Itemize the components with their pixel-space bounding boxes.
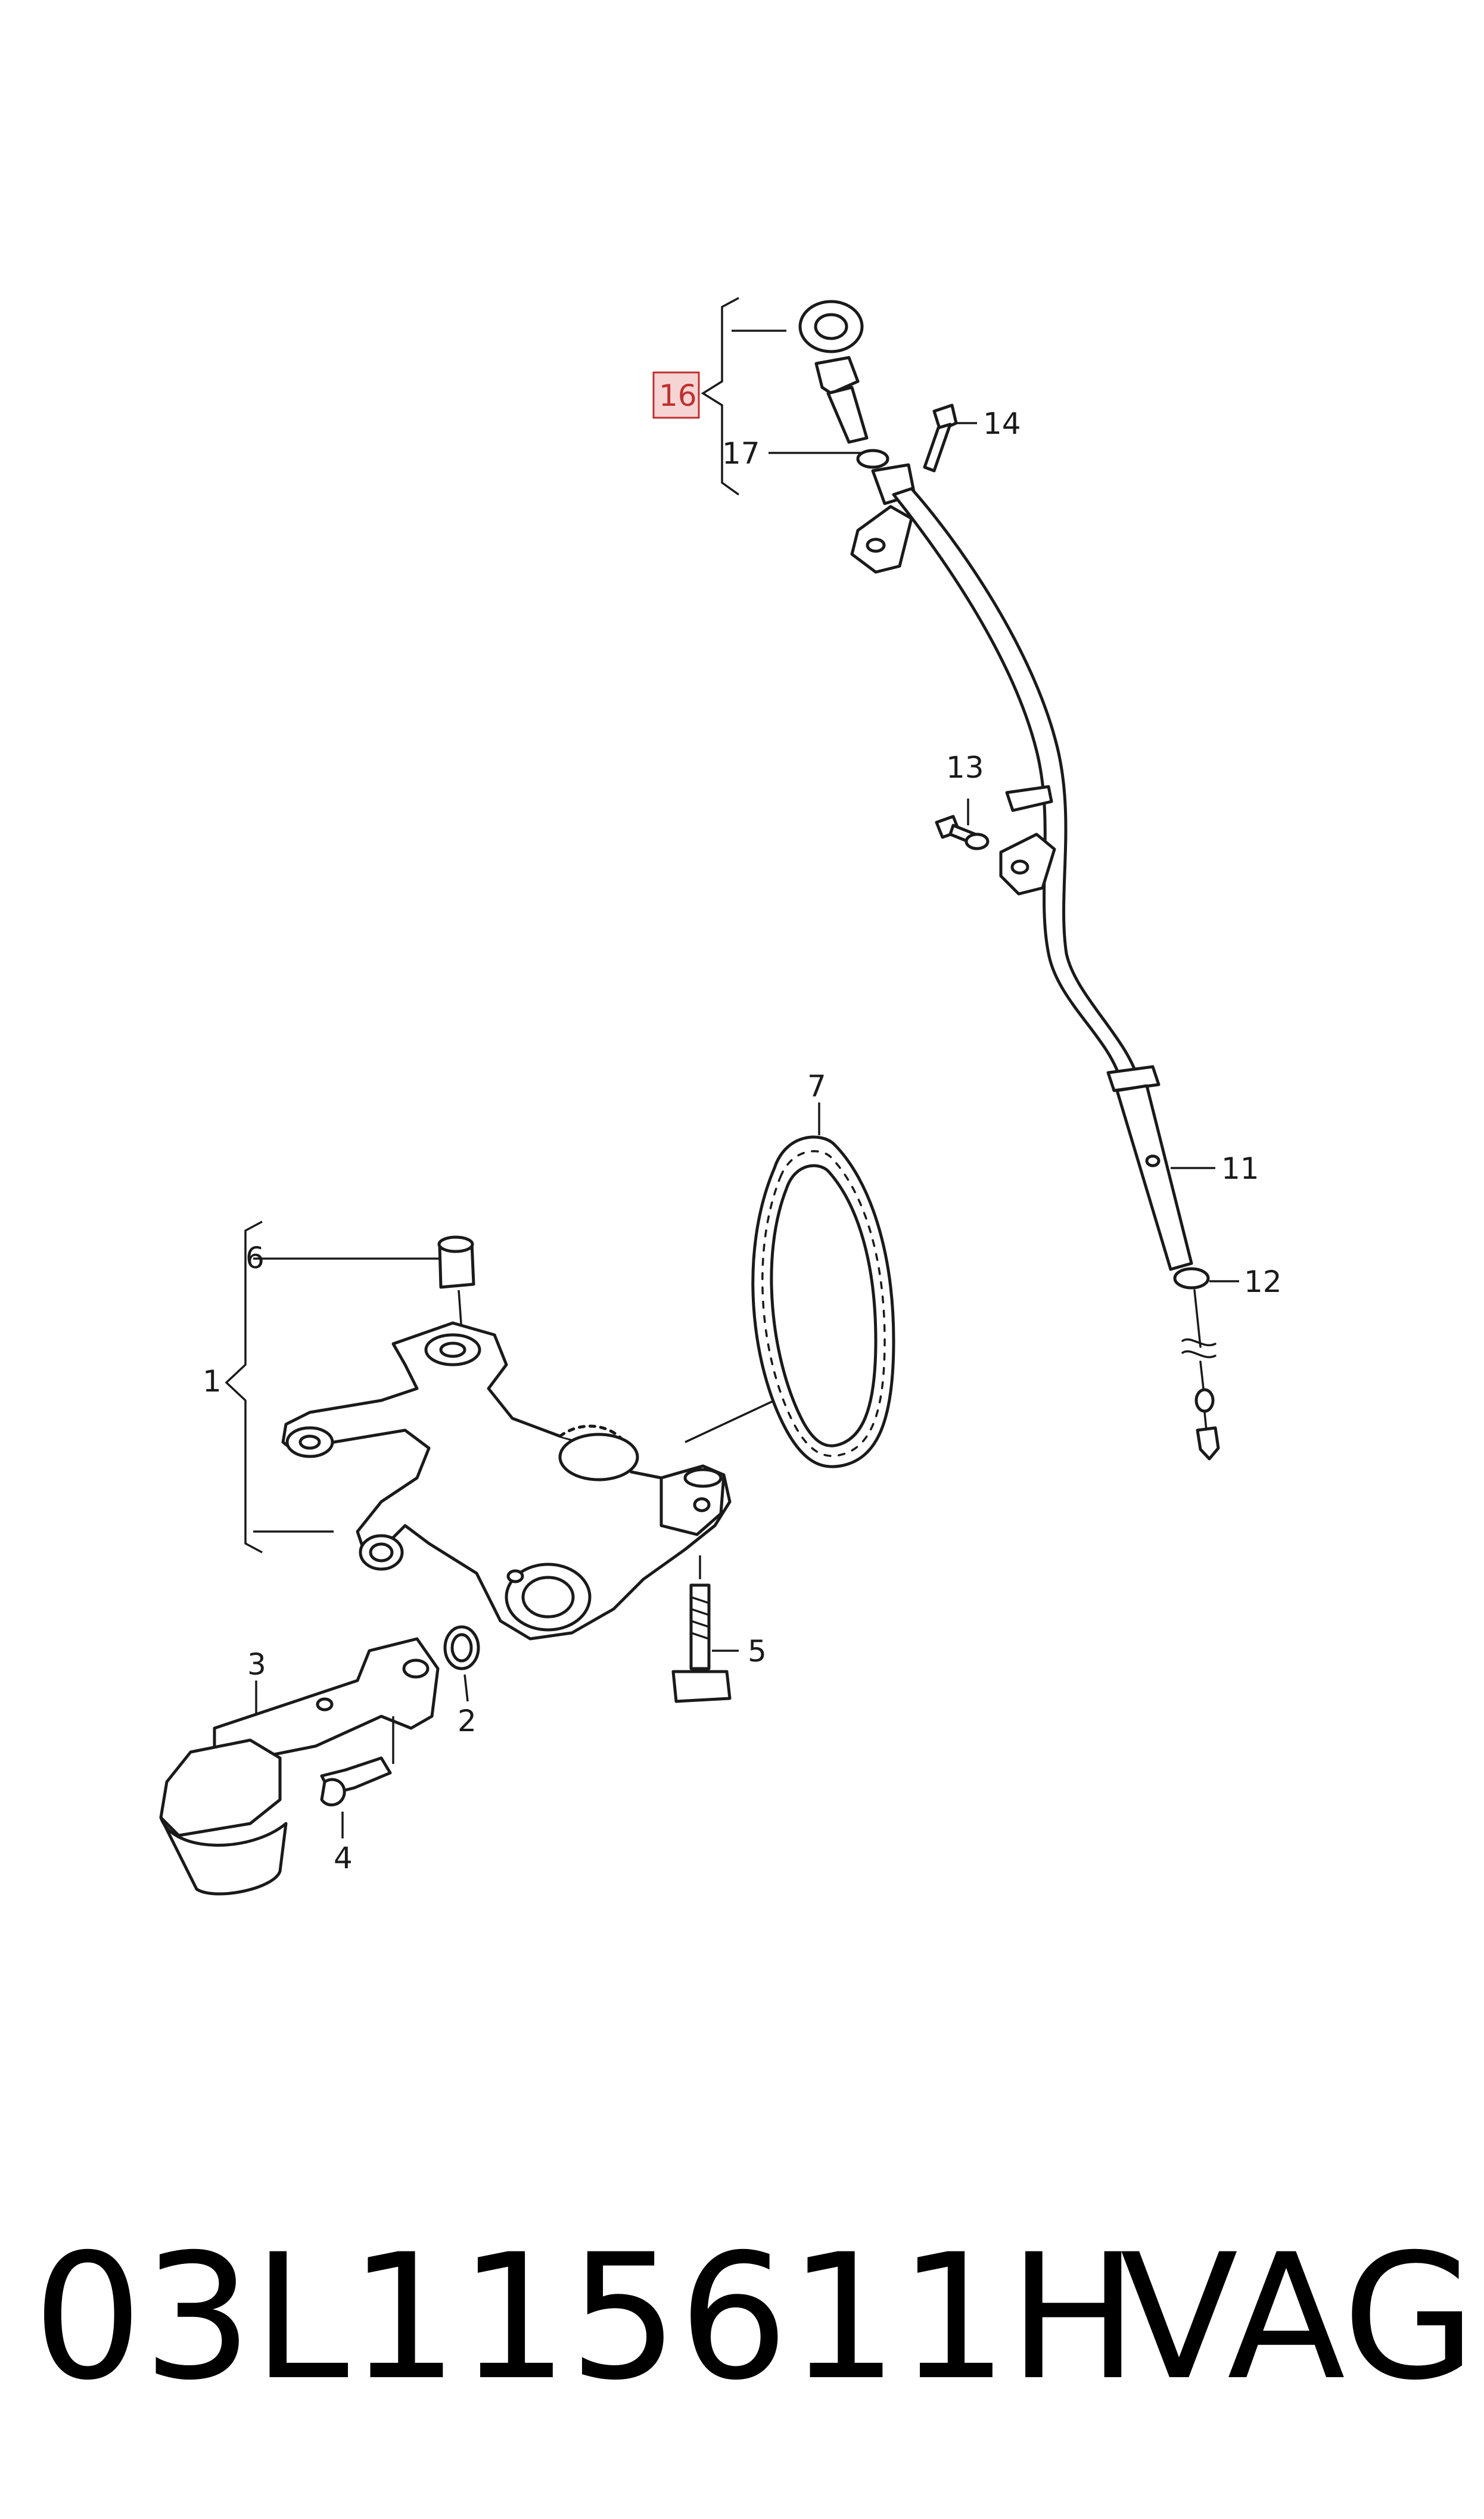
callout-17[interactable]: 17 (722, 436, 760, 471)
callout-6[interactable]: 6 (245, 1241, 265, 1275)
callout-16[interactable]: 16 (659, 378, 697, 413)
callout-13[interactable]: 13 (946, 750, 984, 785)
part-number: 03L115611H (33, 2217, 1138, 2418)
callout-2[interactable]: 2 (458, 1704, 477, 1738)
drive-belt (751, 1102, 895, 1468)
callout-11[interactable]: 11 (1221, 1151, 1259, 1186)
oil-pump-assembly (225, 1220, 775, 1703)
callout-labels: 16 17 14 13 11 12 7 6 1 5 3 2 4 (203, 371, 1282, 1875)
callout-3[interactable]: 3 (247, 1647, 266, 1682)
callout-7[interactable]: 7 (807, 1069, 826, 1104)
part-caption: 03L115611H VAG (33, 2217, 1476, 2418)
callout-12[interactable]: 12 (1244, 1265, 1282, 1299)
callout-5[interactable]: 5 (748, 1634, 767, 1669)
highlight-box-16 (652, 371, 700, 419)
dipstick-assembly (701, 297, 1239, 1461)
brand-name: VAG (1120, 2217, 1476, 2418)
callout-4[interactable]: 4 (334, 1841, 353, 1875)
callout-14[interactable]: 14 (983, 406, 1021, 441)
callout-1[interactable]: 1 (203, 1364, 222, 1399)
oil-pickup-assembly (159, 1637, 440, 1896)
